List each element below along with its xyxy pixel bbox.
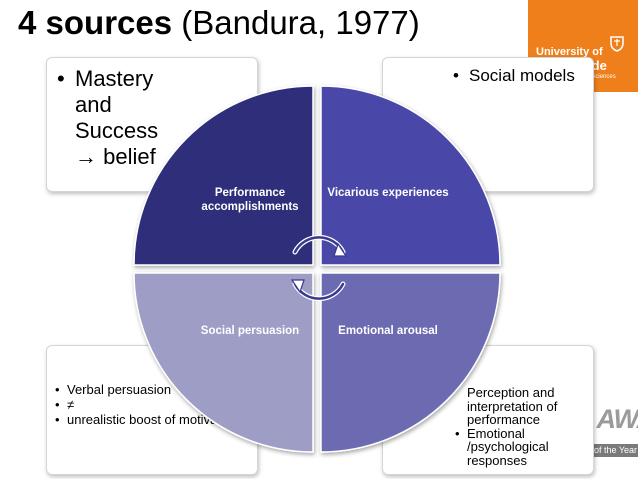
label-emotional-arousal: Emotional arousal (338, 325, 438, 337)
quadrant-performance-accomplishments (133, 85, 314, 266)
perception-list: Perception and interpretation of perform… (383, 346, 593, 467)
not-equal-item: ≠ (55, 397, 257, 412)
circular-arrows-icon (290, 234, 348, 302)
label-social-persuasion: Social persuasion (200, 325, 300, 337)
quadrant-emotional-arousal (320, 272, 501, 453)
logo-line-1: University of (536, 46, 603, 58)
mastery-item: Mastery and Success → belief (57, 66, 175, 170)
title-bold: 4 sources (18, 4, 173, 41)
mastery-list: Mastery and Success → belief (47, 58, 257, 170)
label-vicarious-experiences: Vicarious experiences (327, 187, 449, 199)
unrealistic-boost-item: unrealistic boost of motivation (55, 412, 257, 427)
social-models-item: Social models (453, 66, 593, 86)
quadrant-vicarious-experiences (320, 85, 501, 266)
quadrant-social-persuasion (133, 272, 314, 453)
crest-icon (610, 36, 624, 52)
social-models-list: Social models (383, 58, 593, 86)
verbal-persuasion-item: Verbal persuasion (55, 382, 257, 397)
verbal-persuasion-list: Verbal persuasion ≠ unrealistic boost of… (47, 346, 257, 427)
perception-text: Perception and interpretation of perform… (467, 385, 558, 427)
label-performance-accomplishments: Performance accomplishments (201, 187, 299, 213)
page-title: 4 sources (Bandura, 1977) (18, 4, 420, 42)
emotional-responses-item: Emotional /psychological responses (455, 426, 593, 468)
title-rest: (Bandura, 1977) (172, 4, 420, 41)
